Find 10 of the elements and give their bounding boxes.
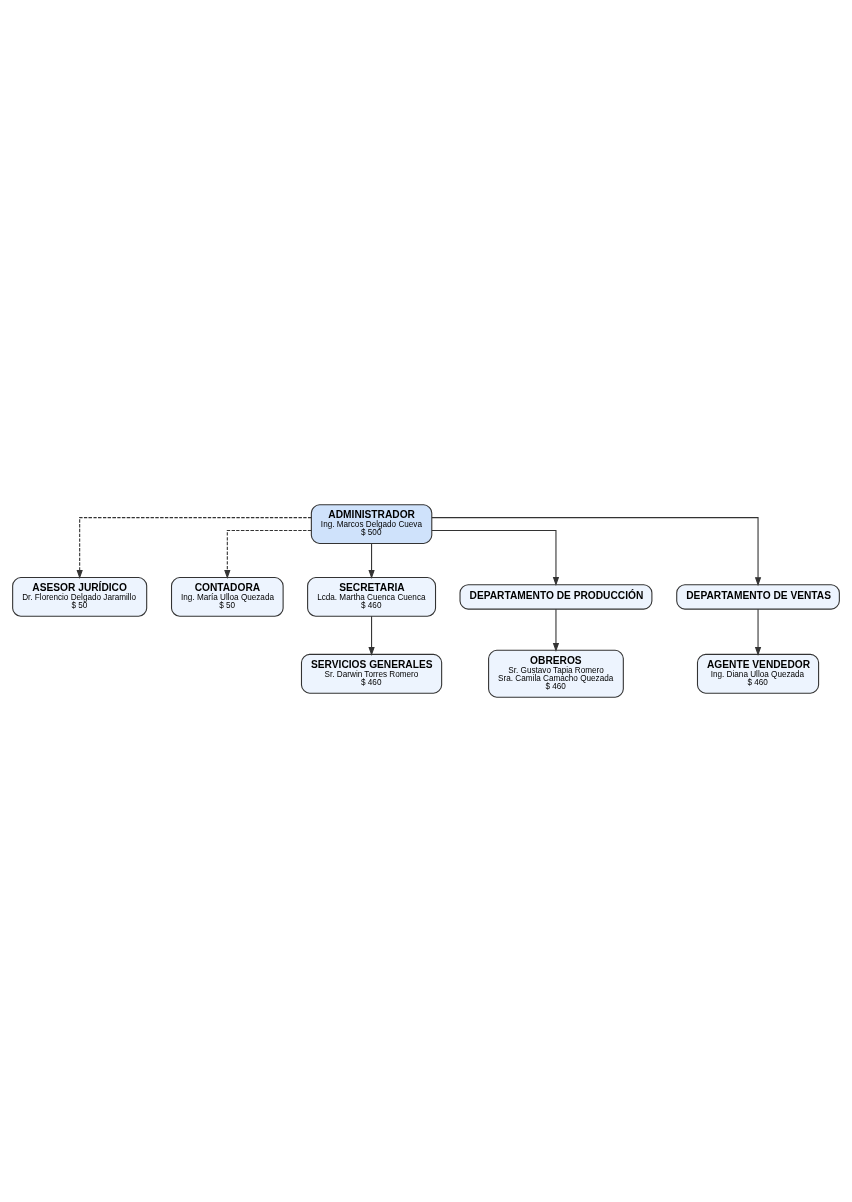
arrow bbox=[552, 608, 560, 652]
arrow bbox=[76, 517, 312, 579]
arrow bbox=[368, 543, 375, 579]
arrow bbox=[754, 608, 762, 656]
arrow bbox=[368, 615, 375, 657]
node-box: DEPARTAMENTO DE PRODUCCIÓN bbox=[459, 584, 653, 610]
node-box: DEPARTAMENTO DE VENTAS bbox=[676, 584, 840, 610]
arrow bbox=[224, 530, 312, 579]
arrow bbox=[431, 530, 560, 587]
arrow bbox=[431, 517, 762, 587]
